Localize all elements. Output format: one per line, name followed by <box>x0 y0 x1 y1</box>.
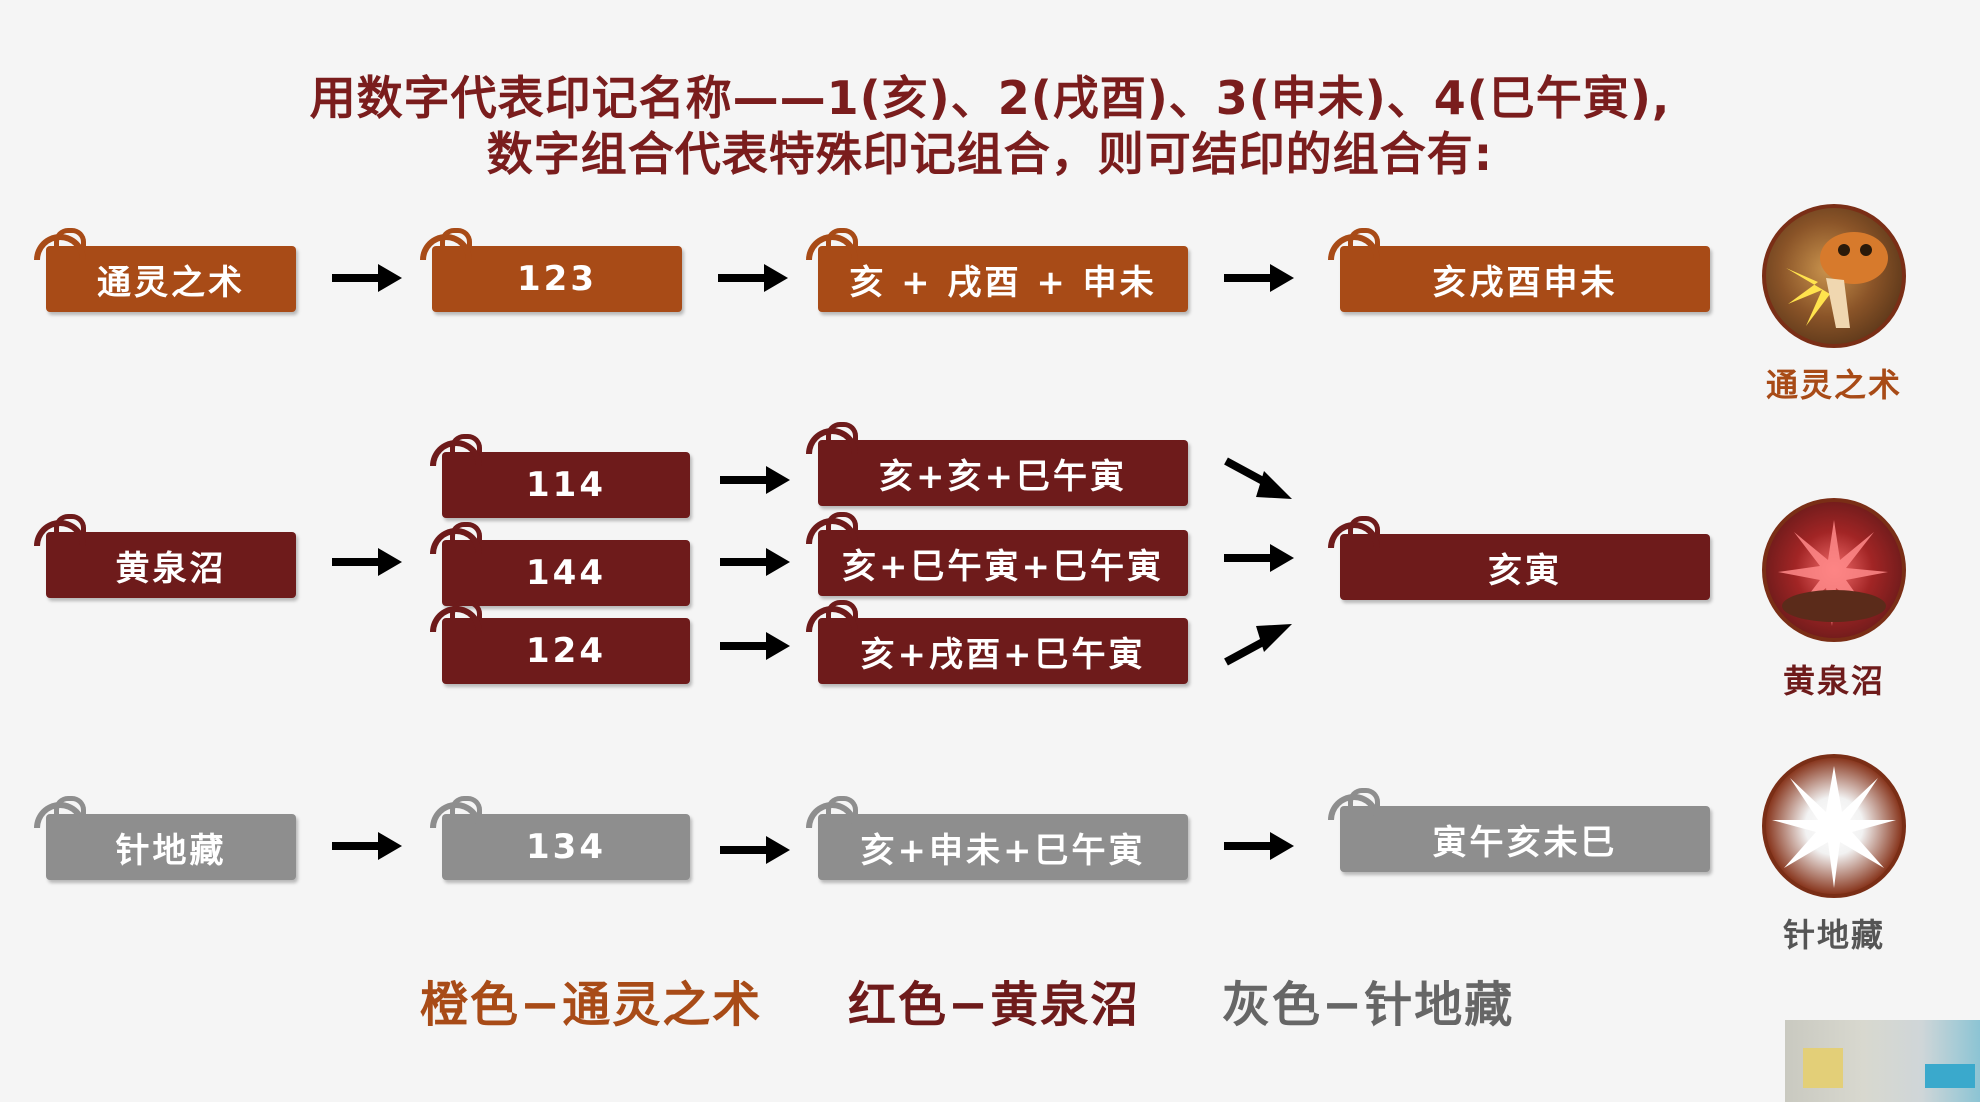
huangquan-icon-label: 黄泉沼 <box>1782 662 1885 700</box>
zhendizang-code-label: 134 <box>526 827 606 867</box>
huangquan-result-tag: 亥寅 <box>1328 516 1710 600</box>
zhendizang-name-tag: 针地藏 <box>34 796 296 880</box>
tongling-result-label: 亥戌酉申未 <box>1432 262 1618 303</box>
zhendizang-icon-label: 针地藏 <box>1782 916 1885 954</box>
arrow-right-icon <box>1224 832 1294 860</box>
zhendizang-combo-tag: 亥+申未+巳午寅 <box>806 796 1188 880</box>
huangquan-combo-tag-2: 亥+巳午寅+巳午寅 <box>806 512 1188 596</box>
arrow-right-icon <box>720 632 790 660</box>
legend-orange: 橙色−通灵之术 <box>420 977 763 1033</box>
arrow-right-icon <box>332 548 402 576</box>
zhendizang-result-label: 寅午亥未巳 <box>1432 822 1618 863</box>
tongling-code-label: 123 <box>517 259 597 299</box>
huangquan-combo-label: 亥+亥+巳午寅 <box>879 456 1127 497</box>
arrow-down-right-icon <box>1224 457 1292 499</box>
huangquan-name-tag: 黄泉沼 <box>34 514 296 598</box>
toad-summon-icon <box>1762 204 1906 348</box>
tongling-combo-label: 亥 + 戌酉 + 申未 <box>849 262 1157 303</box>
swamp-burst-icon <box>1762 498 1906 642</box>
arrow-right-icon <box>720 466 790 494</box>
zhendizang-combo-label: 亥+申未+巳午寅 <box>860 830 1146 871</box>
tongling-name-label: 通灵之术 <box>97 262 245 303</box>
spike-burst-icon <box>1762 754 1906 898</box>
arrow-right-icon <box>1224 264 1294 292</box>
legend-gray: 灰色−针地藏 <box>1222 977 1515 1033</box>
huangquan-code-label: 144 <box>526 553 606 593</box>
arrow-right-icon <box>1224 544 1294 572</box>
huangquan-code-tag-2: 144 <box>430 522 690 606</box>
tongling-code-tag: 123 <box>420 228 682 312</box>
huangquan-combo-label: 亥+巳午寅+巳午寅 <box>842 546 1164 587</box>
corner-thumbnail <box>1785 1020 1980 1102</box>
title-line-1: 用数字代表印记名称——1(亥)、2(戌酉)、3(申未)、4(巳午寅), <box>309 71 1671 125</box>
arrow-right-icon <box>332 264 402 292</box>
huangquan-combo-label: 亥+戌酉+巳午寅 <box>860 634 1146 675</box>
huangquan-code-tag-1: 114 <box>430 434 690 518</box>
huangquan-code-label: 124 <box>526 631 606 671</box>
tongling-icon-label: 通灵之术 <box>1765 366 1902 404</box>
tongling-combo-tag: 亥 + 戌酉 + 申未 <box>806 228 1188 312</box>
zhendizang-code-tag: 134 <box>430 796 690 880</box>
arrow-up-right-icon <box>1224 624 1292 666</box>
huangquan-result-label: 亥寅 <box>1488 550 1562 591</box>
arrow-right-icon <box>720 836 790 864</box>
huangquan-combo-tag-3: 亥+戌酉+巳午寅 <box>806 600 1188 684</box>
tongling-name-tag: 通灵之术 <box>34 228 296 312</box>
huangquan-name-label: 黄泉沼 <box>115 548 227 589</box>
arrow-right-icon <box>332 832 402 860</box>
zhendizang-result-tag: 寅午亥未巳 <box>1328 788 1710 872</box>
huangquan-code-tag-3: 124 <box>430 600 690 684</box>
title-line-2: 数字组合代表特殊印记组合，则可结印的组合有: <box>486 127 1494 181</box>
tongling-result-tag: 亥戌酉申未 <box>1328 228 1710 312</box>
arrow-right-icon <box>718 264 788 292</box>
huangquan-combo-tag-1: 亥+亥+巳午寅 <box>806 422 1188 506</box>
zhendizang-name-label: 针地藏 <box>115 830 227 871</box>
huangquan-code-label: 114 <box>526 465 606 505</box>
arrow-right-icon <box>720 548 790 576</box>
legend-red: 红色−黄泉沼 <box>848 977 1141 1033</box>
